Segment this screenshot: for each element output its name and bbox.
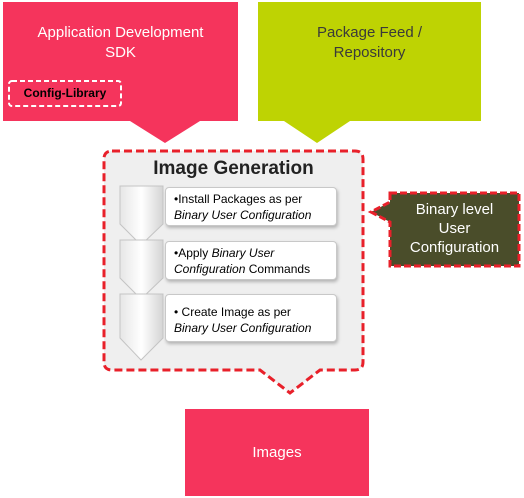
images-box xyxy=(185,409,369,496)
binary-config-callout xyxy=(367,191,521,268)
binary-config-label: Binary level User Configuration xyxy=(409,201,500,256)
step-3-box: • Create Image as per Binary User Config… xyxy=(165,294,337,342)
step-2-chevron xyxy=(119,239,164,300)
config-library-box xyxy=(8,80,122,107)
app-sdk-callout xyxy=(3,2,238,143)
package-feed-callout xyxy=(258,2,481,143)
step-2-box: •Apply Binary User Configuration Command… xyxy=(165,241,337,280)
app-sdk-title: Application Development SDK xyxy=(37,24,204,61)
step-1-box: •Install Packages as per Binary User Con… xyxy=(165,187,337,226)
step-3-chevron xyxy=(119,293,164,361)
images-label: Images xyxy=(252,444,302,461)
step-1-chevron xyxy=(119,185,164,246)
config-library-label: Config-Library xyxy=(23,86,107,100)
image-generation-title: Image Generation xyxy=(153,158,314,179)
package-feed-title: Package Feed / Repository xyxy=(316,24,423,61)
